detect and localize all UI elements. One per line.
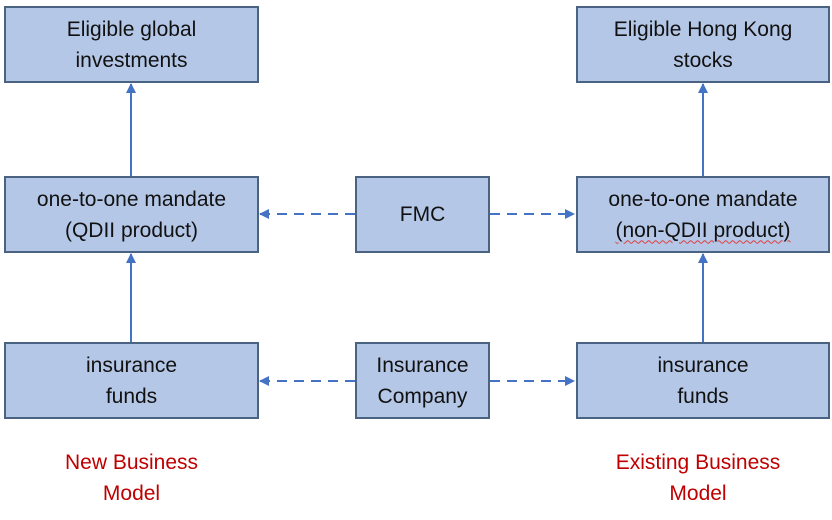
left-mandate-line-2: (QDII product) [64, 218, 199, 242]
right-top-line-1: Eligible Hong Kong [613, 17, 793, 41]
insurance-company-box: Insurance Company [355, 342, 490, 419]
left-funds-box: insurance funds [4, 342, 259, 419]
insurance-company-line-2: Company [377, 384, 468, 408]
new-business-model-caption: New Business Model [4, 447, 259, 509]
left-top-line-2: investments [75, 48, 188, 72]
fmc-box: FMC [355, 176, 490, 253]
right-top-box: Eligible Hong Kong stocks [576, 6, 830, 83]
existing-business-model-caption: Existing Business Model [576, 447, 820, 509]
left-top-box: Eligible global investments [4, 6, 259, 83]
fmc-label: FMC [399, 203, 446, 226]
existing-business-line-2: Model [669, 482, 727, 505]
right-funds-box: insurance funds [576, 342, 830, 419]
left-mandate-box: one-to-one mandate (QDII product) [4, 176, 259, 253]
new-business-line-2: Model [102, 482, 161, 505]
insurance-company-line-1: Insurance [376, 353, 469, 377]
right-mandate-line-1: one-to-one mandate [608, 187, 798, 211]
existing-business-line-1: Existing Business [615, 451, 781, 474]
right-top-line-2: stocks [673, 48, 733, 72]
new-business-line-1: New Business [64, 451, 199, 474]
left-funds-line-2: funds [105, 384, 158, 408]
left-funds-line-1: insurance [85, 353, 178, 377]
right-funds-line-2: funds [677, 384, 729, 408]
left-mandate-line-1: one-to-one mandate [36, 187, 227, 211]
right-mandate-box: one-to-one mandate (non-QDII product) [576, 176, 830, 253]
left-top-line-1: Eligible global [66, 17, 197, 41]
right-funds-line-1: insurance [657, 353, 749, 377]
right-mandate-line-2: (non-QDII product) [615, 218, 791, 242]
